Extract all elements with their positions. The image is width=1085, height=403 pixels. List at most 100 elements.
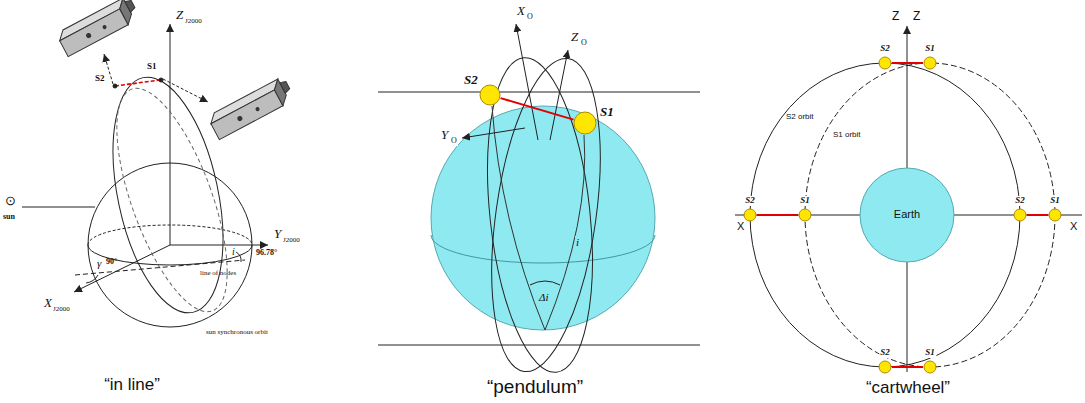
x-axis: [516, 24, 538, 140]
satellite-circle: [574, 112, 596, 134]
satellite-drawing: [280, 80, 291, 93]
satellite-label: S1: [1049, 196, 1061, 206]
orbit-label: S1 orbit: [833, 131, 861, 140]
satellite-circle: [1014, 209, 1026, 221]
satellite-drawing: [237, 116, 242, 121]
satellite-label: S1: [924, 44, 936, 54]
axis-subscript: J2000: [185, 18, 202, 26]
baseline-connector: [892, 366, 923, 368]
satellite-node: S2: [479, 84, 501, 106]
z-axis: [550, 50, 568, 140]
reference-line: [378, 345, 700, 346]
s1-orbit: [805, 63, 1055, 367]
earth-label: Earth: [894, 208, 920, 220]
panel-caption: “pendulum”: [487, 377, 583, 398]
axis-label: Z: [913, 10, 920, 23]
satellite-circle: [799, 209, 811, 221]
inclination-label: i: [232, 246, 235, 257]
axis-label: Y: [440, 128, 449, 142]
satellite-point: [113, 84, 117, 88]
baseline: [115, 80, 160, 86]
pendulum-figure: [378, 24, 700, 378]
satellite-drawing: [60, 9, 128, 57]
satellite-circle: [924, 361, 936, 373]
angle-label: Δi: [538, 291, 550, 303]
satellite-circle: [480, 85, 500, 105]
z-axis: [170, 24, 171, 245]
satellite-node: S1: [923, 360, 937, 374]
satellite-label: S2: [1014, 196, 1026, 206]
satellite-drawing: [271, 79, 290, 106]
axis-subscript: O: [581, 39, 587, 48]
satellite-node: S1: [798, 208, 812, 222]
sun-direction: [22, 207, 95, 208]
satellite-label: S2: [463, 73, 479, 87]
satellite-circle: [1049, 209, 1061, 221]
satellite-drawing: [103, 25, 107, 29]
satellite-node: S2: [1013, 208, 1027, 222]
satellite-node: S1: [923, 56, 937, 70]
satellite-node: S2: [878, 360, 892, 374]
cartwheel-figure: [735, 26, 1082, 372]
axis-label: Z: [176, 8, 183, 22]
line-label: line of nodes: [200, 270, 236, 278]
angle-value: 96.78°: [256, 249, 277, 258]
panel-caption: “cartwheel”: [866, 379, 950, 398]
satellite-label: S1: [599, 105, 615, 119]
baseline-connector: [501, 98, 574, 119]
satellite-symbol: [878, 360, 892, 374]
satellite-drawing: [56, 0, 141, 57]
angle-arc: [86, 275, 98, 283]
satellite-symbol: [573, 111, 597, 135]
orbit-ellipse: [474, 53, 606, 378]
reference-line: [378, 92, 700, 93]
satellite-label: S1: [147, 62, 157, 72]
satellite-symbol: [923, 56, 937, 70]
satellite-label: S1: [924, 348, 936, 358]
satellite-symbol: [923, 360, 937, 374]
satellite-label: S2: [744, 196, 756, 206]
satellite-point: [159, 78, 163, 82]
satellite-circle: [879, 361, 891, 373]
satellite-drawing: [86, 33, 91, 38]
satellite-symbol: [798, 208, 812, 222]
satellite-drawing: [207, 76, 295, 139]
satellite-label: S2: [95, 74, 105, 84]
y-axis: [462, 128, 525, 138]
satellite-drawing: [256, 107, 260, 111]
sun-label: sun: [3, 213, 15, 222]
orbit-label: S2 orbit: [786, 113, 814, 122]
axis-subscript: J2000: [53, 306, 70, 314]
satellite-label: S2: [879, 348, 891, 358]
s2-orbit: [750, 63, 1020, 367]
orbit-plane: [545, 135, 585, 330]
baseline-connector: [757, 214, 798, 216]
angle-arc: [236, 252, 241, 262]
satellite-drawing: [116, 0, 135, 25]
axis-label: Z: [892, 10, 899, 23]
axis-label: Y: [274, 227, 281, 241]
axis-label: X: [737, 220, 744, 232]
y-axis: [170, 245, 268, 246]
equator: [431, 235, 655, 263]
satellite-node: S1: [573, 111, 597, 135]
satellite-symbol: [1013, 208, 1027, 222]
satellite-node: S1: [1048, 208, 1062, 222]
satellite-drawing: [211, 90, 283, 140]
axis-subscript: J2000: [283, 237, 300, 245]
baseline-connector: [892, 62, 923, 64]
satellite-circle: [744, 209, 756, 221]
earth-sphere: [431, 106, 655, 330]
axis-label: X: [44, 296, 52, 310]
satellite-node: S2: [743, 208, 757, 222]
satellite-label: S2: [879, 44, 891, 54]
axis-label: Z: [571, 30, 578, 44]
angle-arc: [530, 281, 560, 285]
axis-subscript: O: [527, 13, 533, 22]
axis-label: X: [517, 4, 525, 18]
satellite-label: S1: [799, 196, 811, 206]
